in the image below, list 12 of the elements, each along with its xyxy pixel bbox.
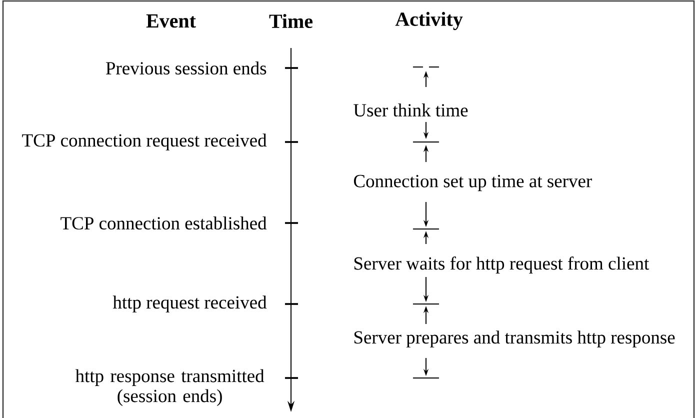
column-heading: Activity [395,12,463,30]
column-heading: Event [146,14,196,28]
activity-label: User think time [354,104,468,117]
event-label: http response transmitted (session ends) [75,369,264,406]
event-label: Previous session ends [106,62,266,75]
activity-label: Server waits for http request from client [354,256,650,274]
activity-label: Connection set up time at server [354,174,592,192]
event-label: TCP connection established [60,216,267,230]
event-label: http request received [112,296,267,312]
column-heading: Time [269,14,313,28]
activity-label: Server prepares and transmits http response [354,330,675,348]
event-label: TCP connection request received [22,134,267,150]
